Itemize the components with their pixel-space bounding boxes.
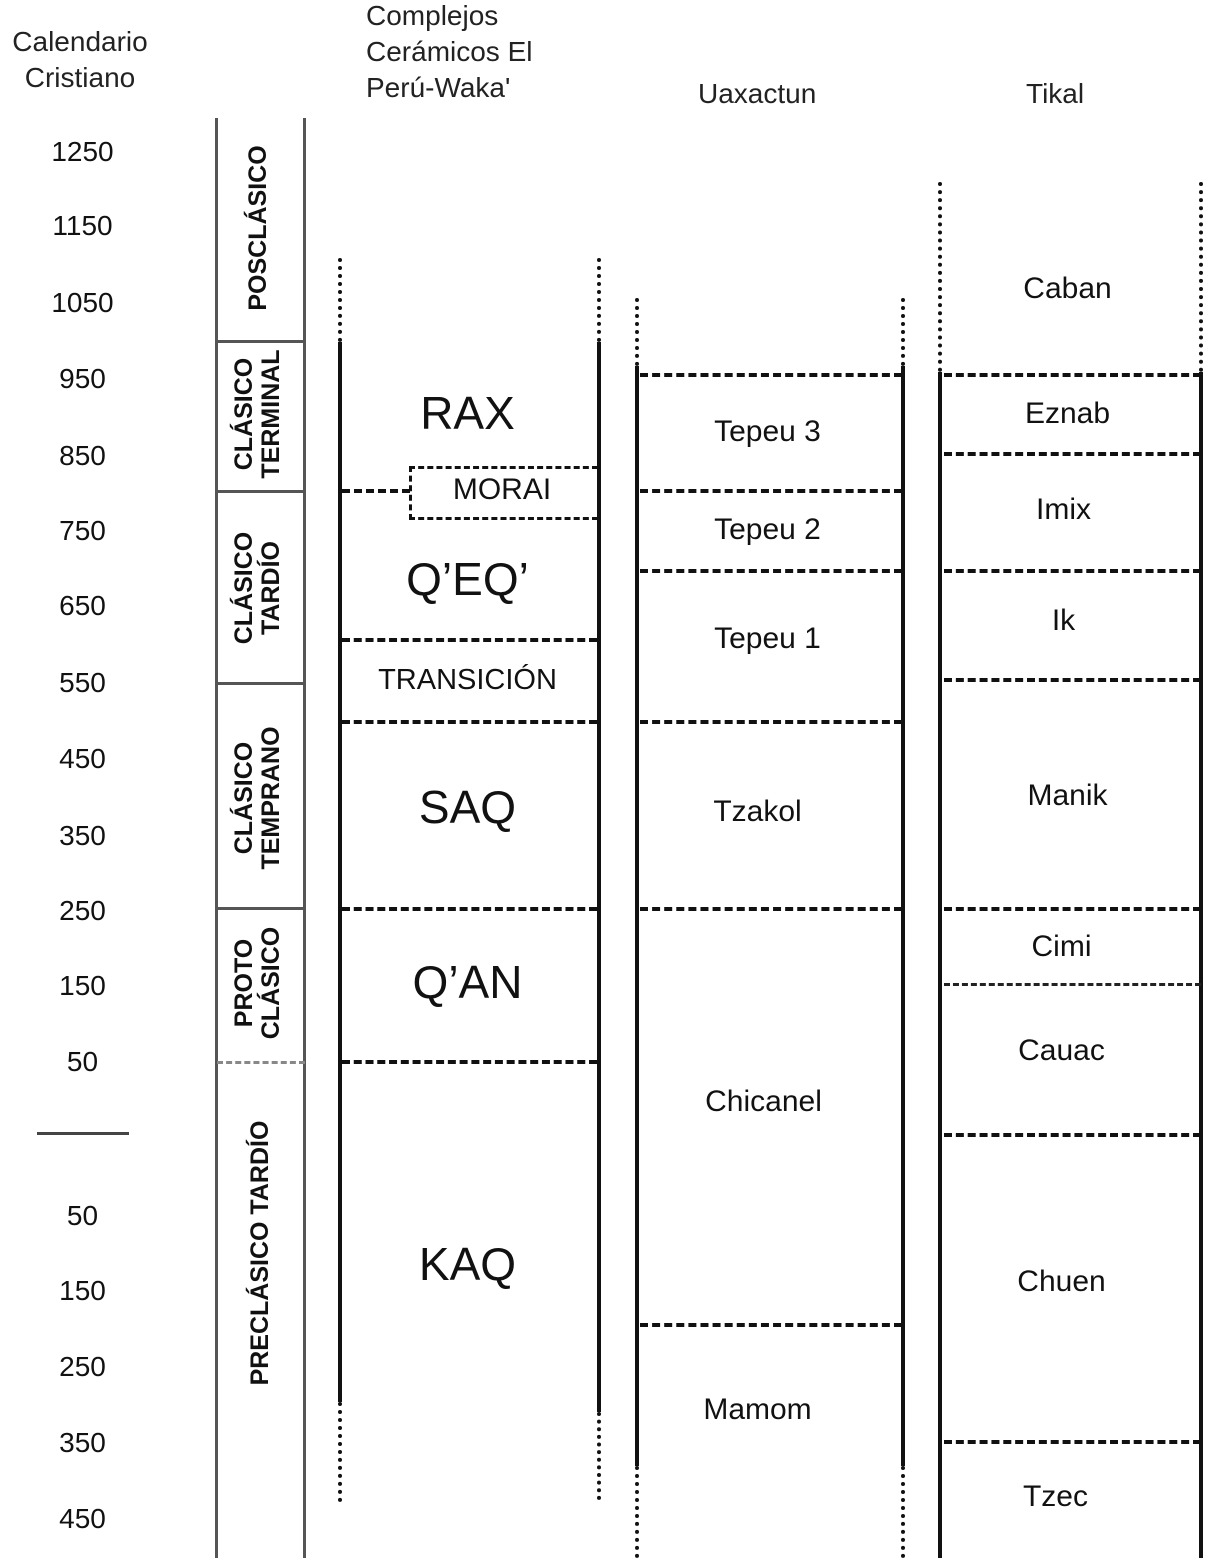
uaxactun-right-dotted [901, 298, 905, 366]
calendar-column-header: Calendario Cristiano [12, 26, 148, 93]
phase-boundary [342, 720, 597, 724]
year-label: 650 [59, 590, 106, 621]
period-separator [217, 1061, 305, 1064]
year-label: 250 [59, 895, 106, 926]
period-label-posclasico: POSCLÁSICO [243, 145, 272, 311]
period-separator [217, 340, 305, 343]
year-label: 1050 [51, 287, 114, 318]
phase-boundary [944, 1440, 1201, 1444]
year-label: 450 [59, 743, 106, 774]
peru-waka-column-header: Complejos Cerámicos El Perú-Waka' [366, 0, 533, 103]
phase-boundary [944, 452, 1201, 456]
peru-waka-left-dotted [338, 258, 342, 342]
phase-boundary [342, 907, 597, 911]
year-label: 750 [59, 515, 106, 546]
phase-boundary [640, 720, 902, 724]
phase-tzec: Tzec [1022, 1480, 1088, 1513]
uaxactun-left-dotted [635, 1466, 639, 1558]
phase-boundary [640, 489, 902, 493]
phase-tzakol: Tzakol [713, 795, 802, 828]
peru-waka-left-dotted [338, 1402, 342, 1502]
phase-morai: MORAI [452, 473, 552, 506]
phase-mamom: Mamom [703, 1393, 812, 1426]
uaxactun-right-dotted [901, 1466, 905, 1558]
year-label: 350 [59, 820, 106, 851]
year-label: 250 [59, 1351, 106, 1382]
morai-box [409, 466, 598, 520]
year-label: 950 [59, 363, 106, 394]
phase-boundary [640, 569, 902, 573]
phase-imix: Imix [1036, 493, 1091, 526]
period-label-preclasico-tardio: PRECLÁSICO TARDÍO [245, 1120, 274, 1386]
year-label: 350 [59, 1427, 106, 1458]
phase-boundary [944, 907, 1201, 911]
peru-waka-right-dotted [597, 258, 601, 342]
uaxactun-left-dotted [635, 298, 639, 366]
period-column-right-border [303, 118, 306, 1558]
year-label: 850 [59, 440, 106, 471]
phase-boundary [640, 373, 902, 377]
phase-boundary [944, 373, 1201, 377]
year-label: 1150 [52, 210, 113, 241]
year-label: 50 [66, 1046, 99, 1077]
peru-waka-left-border [338, 342, 342, 1402]
period-column-left-border [215, 118, 218, 1558]
phase-cauac: Cauac [1018, 1034, 1105, 1067]
period-separator [217, 907, 305, 910]
tikal-right-border [1199, 372, 1203, 1558]
phase-boundary [342, 638, 597, 642]
period-separator [217, 682, 305, 685]
phase-ik: Ik [1051, 604, 1076, 637]
year-label: 450 [59, 1503, 106, 1534]
uaxactun-right-border [901, 366, 905, 1466]
year-label: 50 [66, 1200, 99, 1231]
phase-qan: Q’AN [412, 956, 523, 1008]
tikal-right-dotted [1199, 182, 1203, 372]
phase-rax: RAX [420, 387, 515, 439]
uaxactun-left-border [635, 366, 639, 1466]
phase-manik: Manik [1027, 779, 1108, 812]
peru-waka-right-dotted [597, 1412, 601, 1500]
tikal-column-header: Tikal [1026, 78, 1085, 109]
phase-boundary [944, 1133, 1201, 1137]
peru-waka-right-border [597, 342, 601, 1412]
uaxactun-column-header: Uaxactun [698, 78, 817, 109]
period-separator [217, 490, 305, 493]
phase-kaq: KAQ [418, 1238, 517, 1290]
year-label: 150 [59, 970, 106, 1001]
phase-eznab: Eznab [1024, 397, 1111, 430]
year-label: 550 [59, 667, 106, 698]
phase-boundary [944, 983, 1201, 986]
phase-chicanel: Chicanel [705, 1085, 822, 1118]
phase-saq: SAQ [418, 781, 517, 833]
phase-tepeu-3: Tepeu 3 [714, 415, 821, 448]
year-label: 1250 [51, 136, 114, 167]
phase-boundary [944, 569, 1201, 573]
phase-transicion: TRANSICIÓN [378, 664, 557, 696]
phase-boundary [342, 1060, 597, 1064]
year-label: 150 [59, 1275, 106, 1306]
phase-qeq: Q’EQ’ [406, 553, 529, 605]
era-separator [37, 1132, 129, 1135]
tikal-left-dotted [938, 182, 942, 372]
phase-boundary [342, 489, 410, 493]
phase-tepeu-1: Tepeu 1 [714, 622, 821, 655]
phase-boundary [640, 907, 902, 911]
phase-cimi: Cimi [1031, 930, 1092, 963]
phase-caban: Caban [1023, 272, 1112, 305]
phase-chuen: Chuen [1017, 1265, 1106, 1298]
tikal-left-border [938, 372, 942, 1558]
phase-tepeu-2: Tepeu 2 [714, 513, 821, 546]
phase-boundary [944, 678, 1201, 682]
phase-boundary [640, 1323, 902, 1327]
